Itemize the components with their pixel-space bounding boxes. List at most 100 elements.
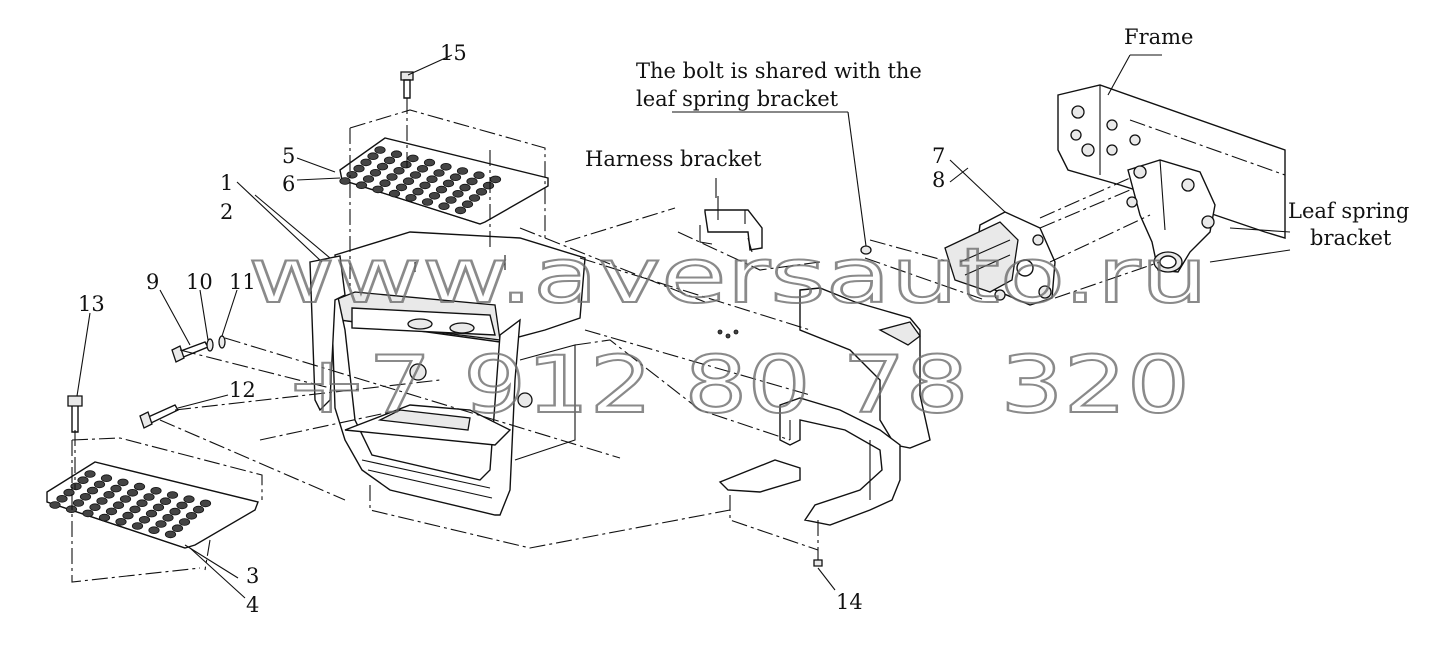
perforation-hole [126, 488, 139, 497]
perforation-hole [419, 181, 431, 190]
perforation-hole [84, 470, 96, 478]
perforation-hole [459, 183, 471, 192]
callout-1: 1 [220, 171, 233, 195]
bracket-7-8-part [944, 211, 1056, 306]
perforation-hole [442, 179, 455, 188]
perforation-hole [63, 488, 75, 497]
perforation-hole [100, 474, 113, 483]
callout-13: 13 [78, 292, 105, 316]
perforation-hole [164, 530, 177, 539]
callout-3: 3 [246, 564, 259, 588]
perforation-hole [178, 518, 191, 526]
perforation-hole [426, 175, 438, 184]
perforation-hole [468, 194, 481, 202]
perforation-hole [98, 513, 111, 522]
perforation-hole [402, 177, 415, 186]
watermark: www.aversauto.ru +7 912 80 78 320 [247, 230, 1209, 432]
callout-8: 8 [932, 168, 945, 192]
perforation-hole [82, 509, 94, 518]
bottom-step-plate-part [46, 461, 259, 549]
bolt-13-part [67, 395, 83, 433]
perforation-hole [93, 480, 106, 489]
part-name-labels: Frame The bolt is shared with the leaf s… [585, 25, 1409, 250]
perforation-hole [388, 189, 401, 198]
perforation-hole [155, 520, 167, 528]
perforation-hole [152, 503, 165, 512]
perforation-hole [416, 165, 429, 173]
construction-lines [71, 98, 1161, 583]
perforation-hole [192, 505, 205, 514]
perforation-hole [185, 511, 198, 520]
perforation-hole [122, 511, 134, 520]
perforation-hole [390, 150, 403, 159]
harness-bracket-label: Harness bracket [585, 147, 762, 171]
perforation-hole [169, 507, 181, 516]
watermark-url: www.aversauto.ru [248, 231, 1208, 320]
perforation-hole [393, 167, 405, 175]
perforation-hole [409, 171, 422, 179]
perforation-hole [355, 181, 368, 190]
perforation-hole [407, 154, 419, 163]
callout-14: 14 [836, 590, 863, 614]
perforation-hole [143, 493, 155, 501]
perforation-hole [372, 185, 384, 194]
perforation-hole [369, 169, 382, 177]
perforation-hole [423, 158, 436, 167]
perforation-hole [482, 181, 495, 190]
perforation-hole [131, 522, 144, 530]
perforation-hole [489, 175, 502, 184]
shared-bolt-label-line2: leaf spring bracket [636, 87, 839, 111]
callout-9: 9 [146, 270, 159, 294]
perforation-hole [110, 484, 122, 493]
perforation-hole [473, 171, 485, 180]
perforation-hole [77, 476, 89, 485]
perforation-hole [353, 164, 365, 173]
perforation-hole [461, 200, 474, 209]
perforation-hole [412, 187, 424, 196]
bolt-12-part [139, 404, 179, 429]
perforation-hole [119, 495, 132, 503]
support-bracket-part [718, 287, 931, 526]
perforation-hole [346, 171, 358, 179]
callout-10: 10 [186, 270, 213, 294]
shared-bolt-label-line1: The bolt is shared with the [636, 59, 922, 83]
perforation-hole [145, 509, 158, 518]
perforation-hole [435, 185, 448, 194]
perforation-hole [129, 505, 141, 514]
perforation-hole [159, 497, 172, 506]
perforation-hole [405, 194, 417, 202]
perforation-hole [376, 162, 389, 171]
perforation-hole [379, 179, 391, 188]
perforation-hole [374, 146, 386, 154]
perforation-hole [452, 190, 464, 198]
perforation-hole [360, 158, 372, 167]
callout-labels: 15 5 6 1 2 9 10 11 13 12 3 4 7 8 14 [78, 41, 945, 617]
perforation-hole [148, 526, 160, 534]
perforation-hole [96, 497, 108, 505]
small-fasteners [717, 329, 739, 339]
harness-bracket-part [699, 196, 763, 253]
perforation-hole [466, 177, 478, 186]
callout-7: 7 [932, 144, 945, 168]
perforation-hole [176, 501, 188, 510]
perforation-hole [103, 490, 115, 499]
perforation-hole [162, 513, 174, 522]
step-housing-part [309, 231, 586, 516]
callout-2: 2 [220, 200, 233, 224]
leader-lines [76, 54, 1291, 599]
perforation-hole [438, 202, 450, 211]
perforation-hole [367, 152, 379, 161]
perforation-hole [199, 499, 212, 508]
top-step-plate-part [339, 137, 549, 225]
perforation-hole [440, 163, 452, 171]
perforation-hole [150, 486, 162, 495]
perforation-hole [421, 198, 434, 206]
perforation-hole [133, 482, 146, 491]
top-plate-holes [339, 146, 502, 215]
callout-5: 5 [282, 144, 295, 168]
perforation-hole [454, 206, 467, 215]
perforation-hole [171, 524, 184, 532]
perforation-hole [117, 478, 129, 487]
perforation-hole [138, 515, 151, 524]
